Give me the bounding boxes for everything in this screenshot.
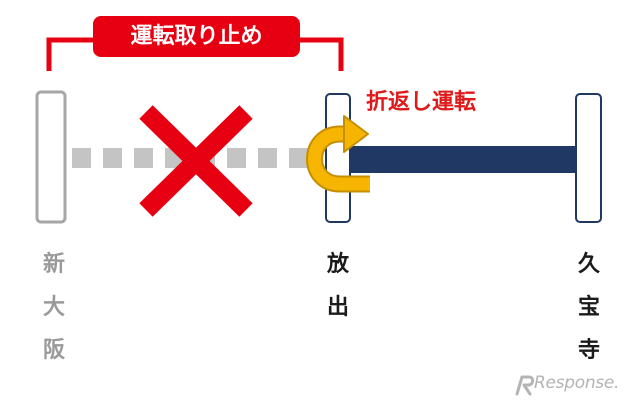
- suspended-banner-label: 運転取り止め: [130, 24, 263, 49]
- station-label-char: 出: [326, 295, 349, 320]
- active-track: [344, 146, 576, 173]
- turnback-arrow-icon: [306, 115, 370, 193]
- station-label-kyuhoji: 久 宝 寺: [569, 243, 609, 372]
- station-label-char: 宝: [577, 295, 600, 320]
- station-label-char: 放: [326, 252, 349, 277]
- station-box-hanaten: [325, 93, 351, 223]
- station-label-char: 阪: [42, 338, 65, 363]
- response-watermark: Response.: [514, 372, 632, 400]
- station-label-shin-osaka: 新 大 阪: [34, 243, 74, 372]
- cross-mark-icon: [139, 105, 253, 217]
- turnback-operation-label: 折返し運転: [366, 90, 477, 115]
- station-label-hanaten: 放 出: [318, 243, 358, 329]
- watermark-text: Response.: [534, 373, 620, 393]
- station-box-shin-osaka: [35, 90, 67, 224]
- station-label-char: 寺: [577, 338, 600, 363]
- response-logo-icon: [515, 375, 535, 396]
- station-label-char: 大: [42, 295, 65, 320]
- suspended-banner-box: [93, 16, 300, 57]
- station-box-kyuhoji: [575, 93, 602, 223]
- station-label-char: 久: [577, 252, 600, 277]
- station-label-char: 新: [42, 252, 65, 277]
